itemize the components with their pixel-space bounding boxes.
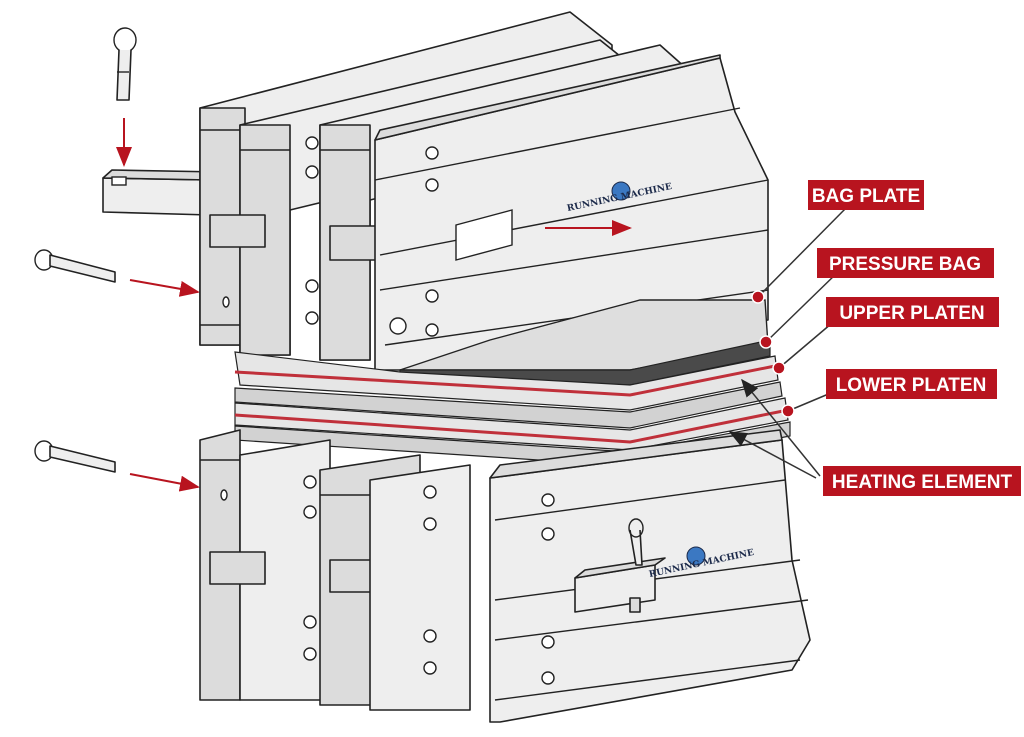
- bag-plate-label: BAG PLATE: [812, 186, 920, 207]
- upper-side-pin: [34, 249, 200, 297]
- heating-element-label: HEATING ELEMENT: [832, 472, 1013, 493]
- callout-pressure-bag: PRESSURE BAG: [759, 248, 994, 349]
- callout-lower-platen: LOWER PLATEN: [781, 369, 997, 418]
- pressure-bag-marker: [759, 335, 773, 349]
- callout-bag-plate: BAG PLATE: [751, 180, 924, 304]
- top-pin: [113, 27, 137, 167]
- upper-platen-marker: [772, 361, 786, 375]
- bag-plate-marker: [751, 290, 765, 304]
- callout-upper-platen: UPPER PLATEN: [772, 297, 999, 375]
- pressure-bag-label: PRESSURE BAG: [829, 254, 981, 275]
- lower-platen-marker: [781, 404, 795, 418]
- lower-platen-label: LOWER PLATEN: [836, 375, 987, 396]
- lower-beams: [199, 429, 811, 723]
- upper-platen-label: UPPER PLATEN: [839, 303, 984, 324]
- upper-beams: [102, 11, 769, 371]
- lower-side-pin: [34, 440, 200, 492]
- callout-heating-element: HEATING ELEMENT: [728, 378, 1021, 496]
